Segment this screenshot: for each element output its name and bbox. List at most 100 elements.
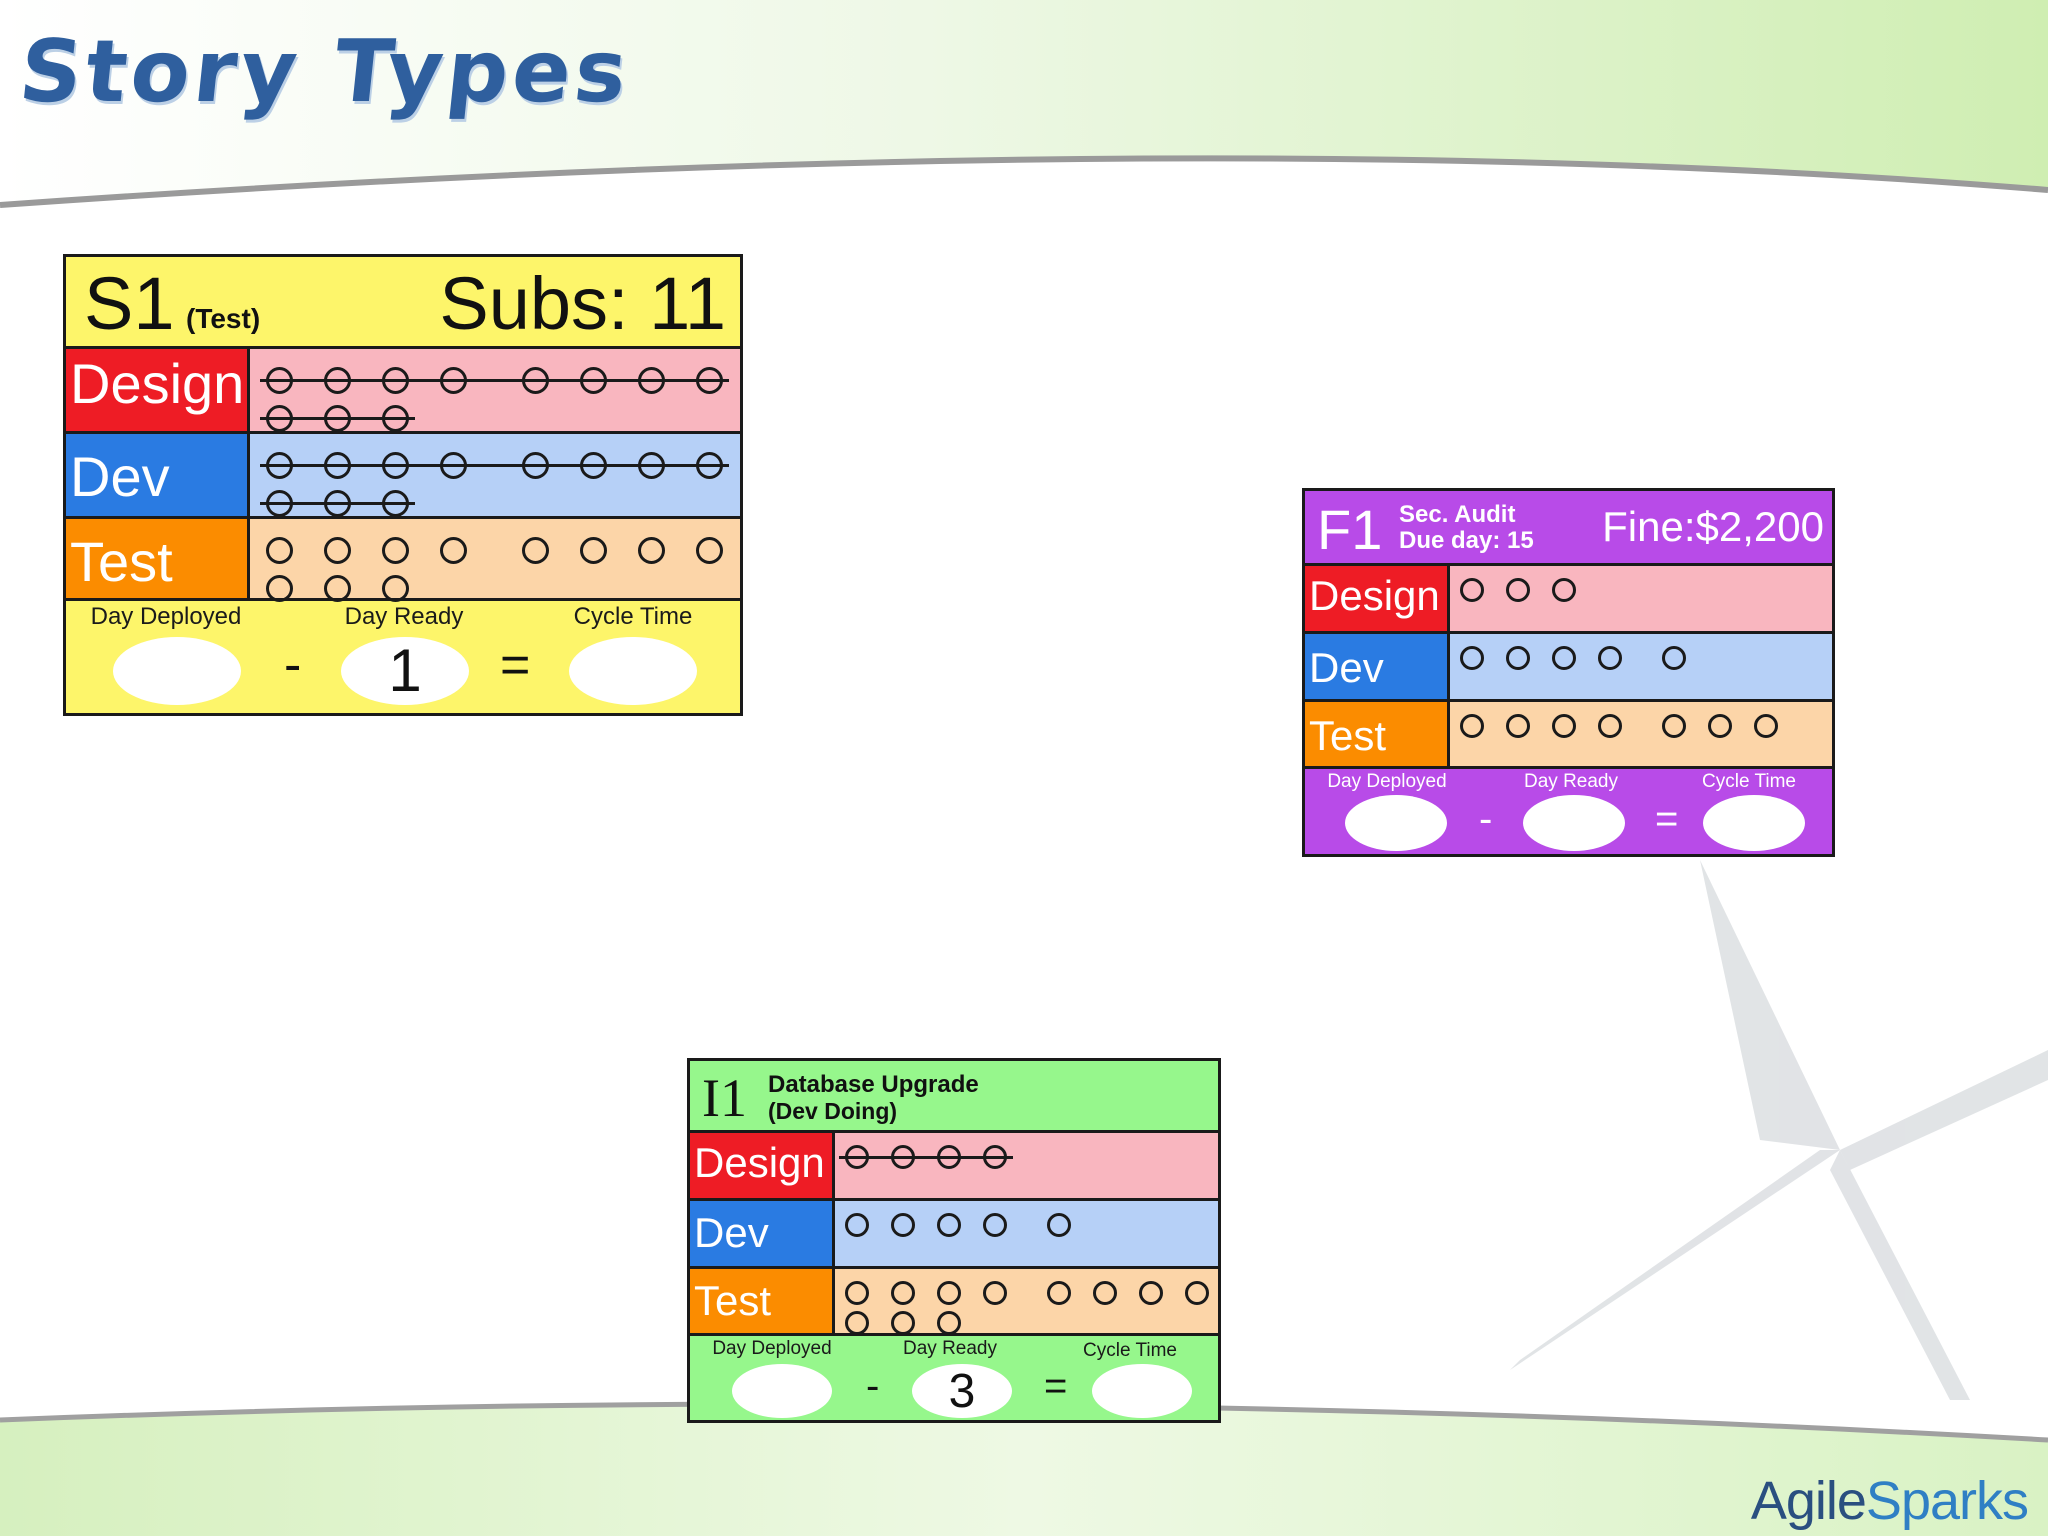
subtask-token [1139,1281,1163,1305]
day-ready-label: Day Ready [903,1338,997,1359]
dev-label: Dev [690,1201,835,1266]
subtask-token [845,1281,869,1305]
subtask-token [891,1311,915,1335]
card-id: I1 [702,1068,747,1128]
subtask-token [983,1213,1007,1237]
day-deployed-label: Day Deployed [90,603,242,630]
card-title: Sec. Audit [1399,501,1516,528]
subtask-token [1506,714,1530,738]
design-label: Design [66,349,250,431]
intangible-card-i1: I1 Database Upgrade (Dev Doing) Design D… [687,1058,1221,1423]
subtask-token [937,1213,961,1237]
subtask-token [983,1281,1007,1305]
day-ready-label: Day Ready [344,603,464,630]
day-deployed-value[interactable] [113,637,241,705]
subtask-token [891,1213,915,1237]
equals-sign: = [1044,1364,1068,1408]
subtask-token [891,1281,915,1305]
completed-strike-line [260,379,729,382]
card-header: S1 (Test) Subs: 11 [66,257,740,349]
dev-label: Dev [66,434,250,516]
card-footer: Day Deployed Day Ready Cycle Time - = [1305,766,1832,854]
design-label: Design [690,1133,835,1198]
card-subtitle: (Test) [186,303,261,334]
subtask-token [1185,1281,1209,1305]
day-deployed-value[interactable] [732,1364,832,1418]
card-footer: Day Deployed Day Ready Cycle Time - 1 = [66,598,740,713]
subtask-token [937,1311,961,1335]
subtask-token [937,1281,961,1305]
day-deployed-label: Day Deployed [712,1338,832,1359]
subtask-token [1093,1281,1117,1305]
story-card-s1: S1 (Test) Subs: 11 Design Dev Test Day D… [63,254,743,716]
completed-strike-line [260,502,415,505]
cycle-time-value[interactable] [1703,795,1805,851]
subtask-token [696,537,723,564]
card-header: I1 Database Upgrade (Dev Doing) [690,1061,1218,1133]
design-label: Design [1305,566,1450,631]
test-row: Test [66,516,740,602]
completed-strike-line [260,464,729,467]
day-ready-label: Day Ready [1524,771,1618,792]
subtask-token [1754,714,1778,738]
design-row: Design [66,346,740,432]
minus-sign: - [1479,797,1493,841]
subtask-token [1598,646,1622,670]
design-row: Design [1305,563,1832,631]
subtask-token [845,1213,869,1237]
fine-amount: Fine:$2,200 [1602,503,1824,550]
card-id: F1 [1317,498,1383,561]
subtask-token [522,537,549,564]
agilesparks-logo: AgileSparks [1750,1470,2029,1532]
completed-strike-line [839,1155,1013,1159]
subtask-token [1460,578,1484,602]
logo-agile: Agile [1750,1471,1867,1531]
day-ready-value[interactable] [1523,795,1625,851]
subtask-token [1506,646,1530,670]
day-deployed-value[interactable] [1345,795,1447,851]
subtask-token [1662,646,1686,670]
dev-row: Dev [1305,631,1832,699]
slide-title: Story Types [14,22,636,122]
design-row: Design [690,1130,1218,1198]
cycle-time-value[interactable] [569,637,697,705]
test-row: Test [1305,699,1832,767]
subtask-token [1047,1213,1071,1237]
subtask-token [1047,1281,1071,1305]
subtask-count: Subs: 11 [439,262,726,345]
equals-sign: = [500,636,531,694]
cycle-time-value[interactable] [1092,1364,1192,1418]
day-deployed-label: Day Deployed [1327,771,1447,792]
subtask-token [638,537,665,564]
due-day: Due day: 15 [1399,527,1534,554]
subtask-token [1552,646,1576,670]
day-ready-value[interactable]: 1 [341,637,469,705]
subtask-token [1506,578,1530,602]
subtask-token [440,537,467,564]
card-footer: Day Deployed Day Ready Cycle Time - 3 = [690,1333,1218,1420]
subtask-token [845,1311,869,1335]
card-header: F1 Sec. Audit Due day: 15 Fine:$2,200 [1305,491,1832,566]
cycle-time-label: Cycle Time [1702,771,1796,792]
dev-label: Dev [1305,634,1450,699]
subtask-token [382,537,409,564]
minus-sign: - [866,1364,880,1408]
dev-row: Dev [690,1198,1218,1266]
subtask-token [1708,714,1732,738]
cycle-time-label: Cycle Time [1083,1340,1177,1361]
subtask-token [1552,714,1576,738]
equals-sign: = [1655,797,1679,841]
logo-sparks: Sparks [1865,1471,2029,1531]
minus-sign: - [284,636,302,694]
fixed-date-card-f1: F1 Sec. Audit Due day: 15 Fine:$2,200 De… [1302,488,1835,857]
subtask-token [324,537,351,564]
card-title: Database Upgrade [768,1071,979,1098]
subtask-token [266,537,293,564]
subtask-token [1598,714,1622,738]
day-ready-value[interactable]: 3 [912,1364,1012,1418]
subtask-token [1552,578,1576,602]
card-status: (Dev Doing) [768,1098,898,1124]
test-label: Test [1305,702,1450,767]
test-row: Test [690,1266,1218,1335]
